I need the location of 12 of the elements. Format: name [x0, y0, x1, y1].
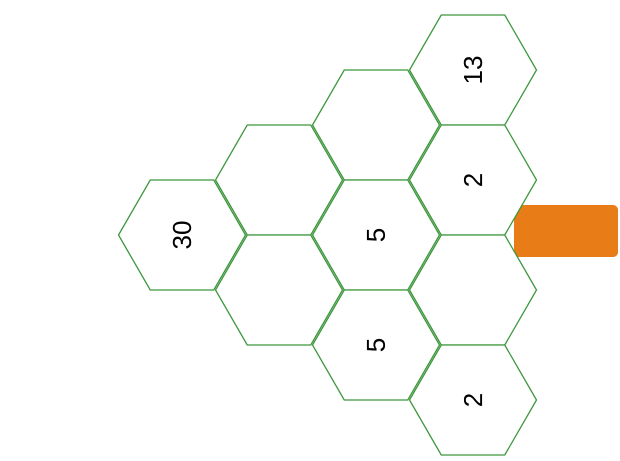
hexagon-cell: 5 [312, 289, 440, 401]
hexagon-cell [312, 69, 440, 181]
hexagon-cell: 2 [408, 344, 538, 456]
hexagon-cell: 30 [118, 179, 246, 291]
hexagon-cell: 13 [408, 14, 538, 126]
node-label: 2 [464, 394, 482, 406]
hexagon-cell: 5 [312, 179, 440, 291]
hexagon-cell [408, 234, 538, 346]
tab-marker [514, 205, 618, 257]
hexagon-cell [214, 124, 344, 236]
hexagon-cell [214, 234, 344, 346]
hexagon-cell: 2 [408, 124, 538, 236]
